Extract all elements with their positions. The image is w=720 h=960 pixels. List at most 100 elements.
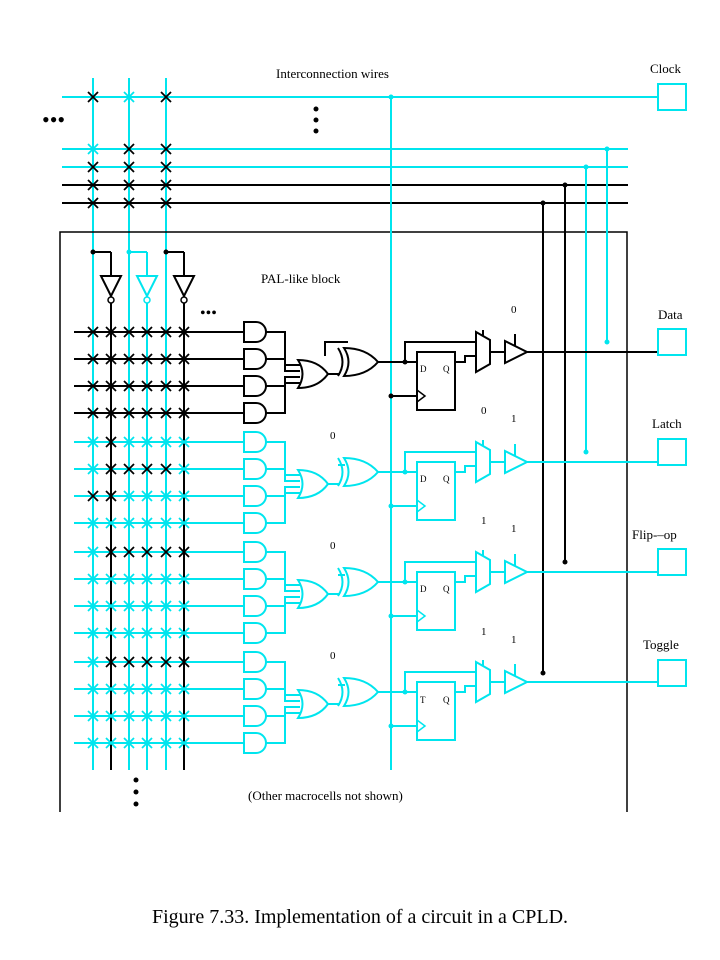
x-stroke xyxy=(160,710,172,722)
or-gate-icon xyxy=(296,688,330,720)
x-stroke xyxy=(123,143,135,155)
x-stroke xyxy=(105,683,117,695)
programmed-connection xyxy=(123,380,135,392)
xor-input-wire xyxy=(324,341,348,356)
programmed-connection xyxy=(105,463,117,475)
x-stroke xyxy=(87,161,99,173)
or-input-wire xyxy=(266,602,300,634)
or-input-wire xyxy=(266,712,300,744)
programmed-connection xyxy=(160,737,172,749)
programmed-connection xyxy=(141,517,153,529)
junction-dot xyxy=(540,670,546,676)
and-gate-icon xyxy=(243,321,267,343)
x-stroke xyxy=(123,91,135,103)
x-stroke xyxy=(123,463,135,475)
pin-pad-4 xyxy=(657,659,687,687)
junction-dot xyxy=(388,503,394,509)
x-stroke xyxy=(123,490,135,502)
x-stroke xyxy=(178,683,190,695)
programmed-connection xyxy=(160,600,172,612)
programmed-connection xyxy=(160,710,172,722)
x-stroke xyxy=(87,683,99,695)
pal-block-contents: ••• xyxy=(74,97,658,807)
x-stroke xyxy=(178,710,190,722)
or-gate-icon xyxy=(296,358,330,390)
x-stroke xyxy=(123,737,135,749)
x-stroke xyxy=(141,490,153,502)
and-gate-icon xyxy=(243,705,267,727)
programmed-connection xyxy=(87,353,99,365)
x-stroke xyxy=(123,436,135,448)
programmed-connection xyxy=(105,407,117,419)
programmed-connection xyxy=(123,436,135,448)
mux-select-2: 0 xyxy=(481,405,487,417)
programmed-connection xyxy=(178,326,190,338)
programmed-connection xyxy=(178,573,190,585)
x-stroke xyxy=(87,710,99,722)
or-gate-icon xyxy=(296,578,330,610)
output-pins xyxy=(657,83,687,687)
programmed-connection xyxy=(87,546,99,558)
x-stroke xyxy=(178,546,190,558)
or-input-wire xyxy=(266,578,300,592)
pin-label-data: Data xyxy=(658,307,683,322)
programmed-connection xyxy=(123,517,135,529)
x-stroke xyxy=(178,600,190,612)
programmed-connection xyxy=(105,656,117,668)
x-stroke xyxy=(87,197,99,209)
x-stroke xyxy=(178,573,190,585)
programmed-connection xyxy=(87,573,99,585)
programmed-connection xyxy=(123,656,135,668)
xor-gate-back xyxy=(337,347,344,377)
xor-input-3: 0 xyxy=(330,540,336,552)
x-stroke xyxy=(123,546,135,558)
programmed-connection xyxy=(160,656,172,668)
tristate-3: 1 xyxy=(511,523,517,535)
q-output-wire xyxy=(455,685,476,693)
xor-gate-back xyxy=(337,567,344,597)
x-stroke xyxy=(105,737,117,749)
x-stroke xyxy=(178,490,190,502)
programmed-connection xyxy=(178,656,190,668)
and-gate-icon xyxy=(243,568,267,590)
or-input-wire xyxy=(266,688,300,702)
programmed-connection xyxy=(178,600,190,612)
tristate-buffer-icon xyxy=(504,559,530,585)
x-stroke xyxy=(123,380,135,392)
programmed-connection xyxy=(87,737,99,749)
programmed-connection xyxy=(141,380,153,392)
q-output-wire xyxy=(455,575,476,583)
x-stroke xyxy=(141,436,153,448)
xor-gate-back xyxy=(337,677,344,707)
and-gate-icon xyxy=(243,622,267,644)
x-stroke xyxy=(160,573,172,585)
programmed-connection xyxy=(141,490,153,502)
programmed-connection xyxy=(87,683,99,695)
tristate-4: 1 xyxy=(511,634,517,646)
interconnect-label: Interconnection wires xyxy=(276,66,389,81)
pin-label-flipflop: Flip-–op xyxy=(632,527,677,542)
programmed-connection xyxy=(105,436,117,448)
x-stroke xyxy=(141,463,153,475)
junction-dot xyxy=(90,249,96,255)
pin-pad-0 xyxy=(657,83,687,111)
x-stroke xyxy=(123,353,135,365)
x-stroke xyxy=(87,737,99,749)
and-gate-icon xyxy=(243,458,267,480)
programmed-connection xyxy=(105,683,117,695)
or-input-wire xyxy=(266,382,300,414)
junction-dot xyxy=(313,128,319,134)
x-stroke xyxy=(87,573,99,585)
x-stroke xyxy=(105,436,117,448)
or-input-wire xyxy=(266,441,300,476)
tristate-buffer-icon xyxy=(504,449,530,475)
programmed-connection xyxy=(123,143,135,155)
programmed-connection xyxy=(123,600,135,612)
x-stroke xyxy=(160,737,172,749)
x-stroke xyxy=(123,683,135,695)
programmed-connection xyxy=(105,380,117,392)
x-stroke xyxy=(105,490,117,502)
programmed-connection xyxy=(87,91,99,103)
x-stroke xyxy=(123,573,135,585)
